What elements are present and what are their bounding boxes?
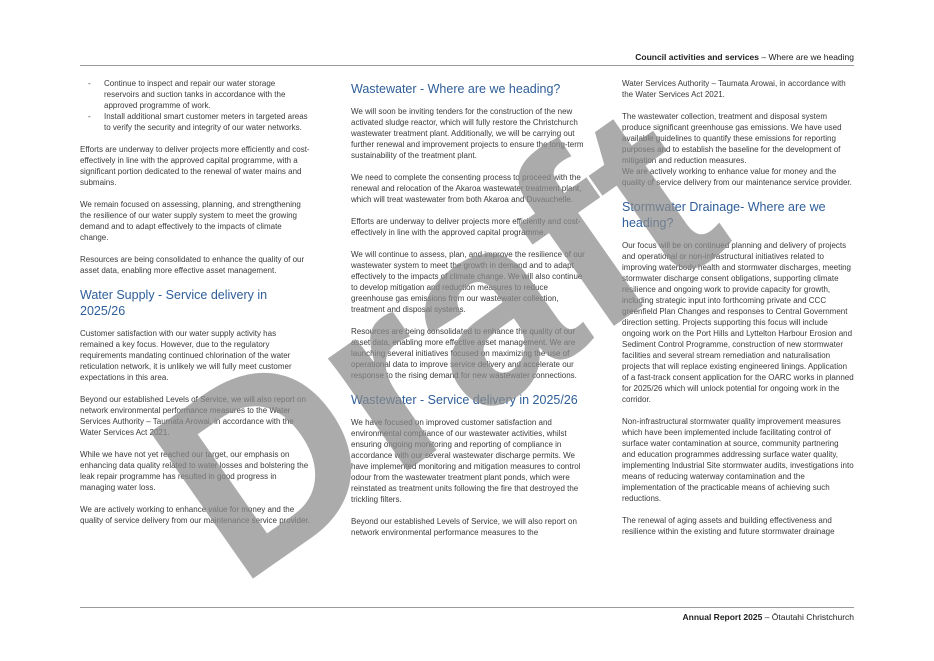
paragraph: Non-infrastructural stormwater quality i…	[622, 417, 854, 503]
paragraph: Efforts are underway to deliver projects…	[80, 145, 310, 187]
footer-rule	[80, 607, 854, 608]
section-heading: Water Supply - Service delivery in 2025/…	[80, 288, 268, 318]
list-item: Install additional smart customer meters…	[88, 111, 310, 133]
paragraph: The wastewater collection, treatment and…	[622, 112, 842, 165]
paragraph: While we have not yet reached our target…	[80, 450, 309, 492]
header-rule	[80, 65, 854, 66]
header-section: Council activities and services	[635, 52, 760, 62]
paragraph: We have focused on improved customer sat…	[351, 418, 581, 504]
paragraph: We are actively working to enhance value…	[622, 167, 852, 187]
paragraph: Water Services Authority – Taumata Arowa…	[622, 79, 846, 99]
section-heading: Wastewater - Service delivery in 2025/26	[351, 393, 578, 407]
column-3: Water Services Authority – Taumata Arowa…	[622, 78, 854, 548]
paragraph: We remain focused on assessing, planning…	[80, 200, 301, 242]
paragraph: Efforts are underway to deliver projects…	[351, 217, 581, 237]
section-heading: Stormwater Drainage- Where are we headin…	[622, 200, 826, 230]
paragraph: Beyond our established Levels of Service…	[351, 517, 577, 537]
paragraph: Beyond our established Levels of Service…	[80, 395, 306, 437]
paragraph: We need to complete the consenting proce…	[351, 173, 582, 204]
paragraph: We are actively working to enhance value…	[80, 505, 310, 525]
footer-subtitle: – Ōtautahi Christchurch	[762, 612, 854, 622]
paragraph: We will continue to assess, plan, and im…	[351, 250, 585, 314]
footer-report: Annual Report 2025	[682, 612, 763, 622]
paragraph: The renewal of aging assets and building…	[622, 516, 835, 536]
page-footer: Annual Report 2025 – Ōtautahi Christchur…	[683, 612, 854, 622]
section-heading: Wastewater - Where are we heading?	[351, 82, 561, 96]
header-subtitle: – Where are we heading	[759, 52, 854, 62]
paragraph: We will soon be inviting tenders for the…	[351, 107, 584, 160]
paragraph: Resources are being consolidated to enha…	[80, 255, 305, 275]
page-header: Council activities and services – Where …	[635, 52, 854, 62]
paragraph: Our focus will be on continued planning …	[622, 241, 854, 404]
column-2: Wastewater - Where are we heading? We wi…	[351, 78, 587, 549]
column-1: Continue to inspect and repair our water…	[80, 78, 310, 537]
bullet-list: Continue to inspect and repair our water…	[80, 78, 310, 133]
list-item: Continue to inspect and repair our water…	[88, 78, 310, 111]
paragraph: Resources are being consolidated to enha…	[351, 327, 577, 380]
paragraph: Customer satisfaction with our water sup…	[80, 329, 292, 382]
